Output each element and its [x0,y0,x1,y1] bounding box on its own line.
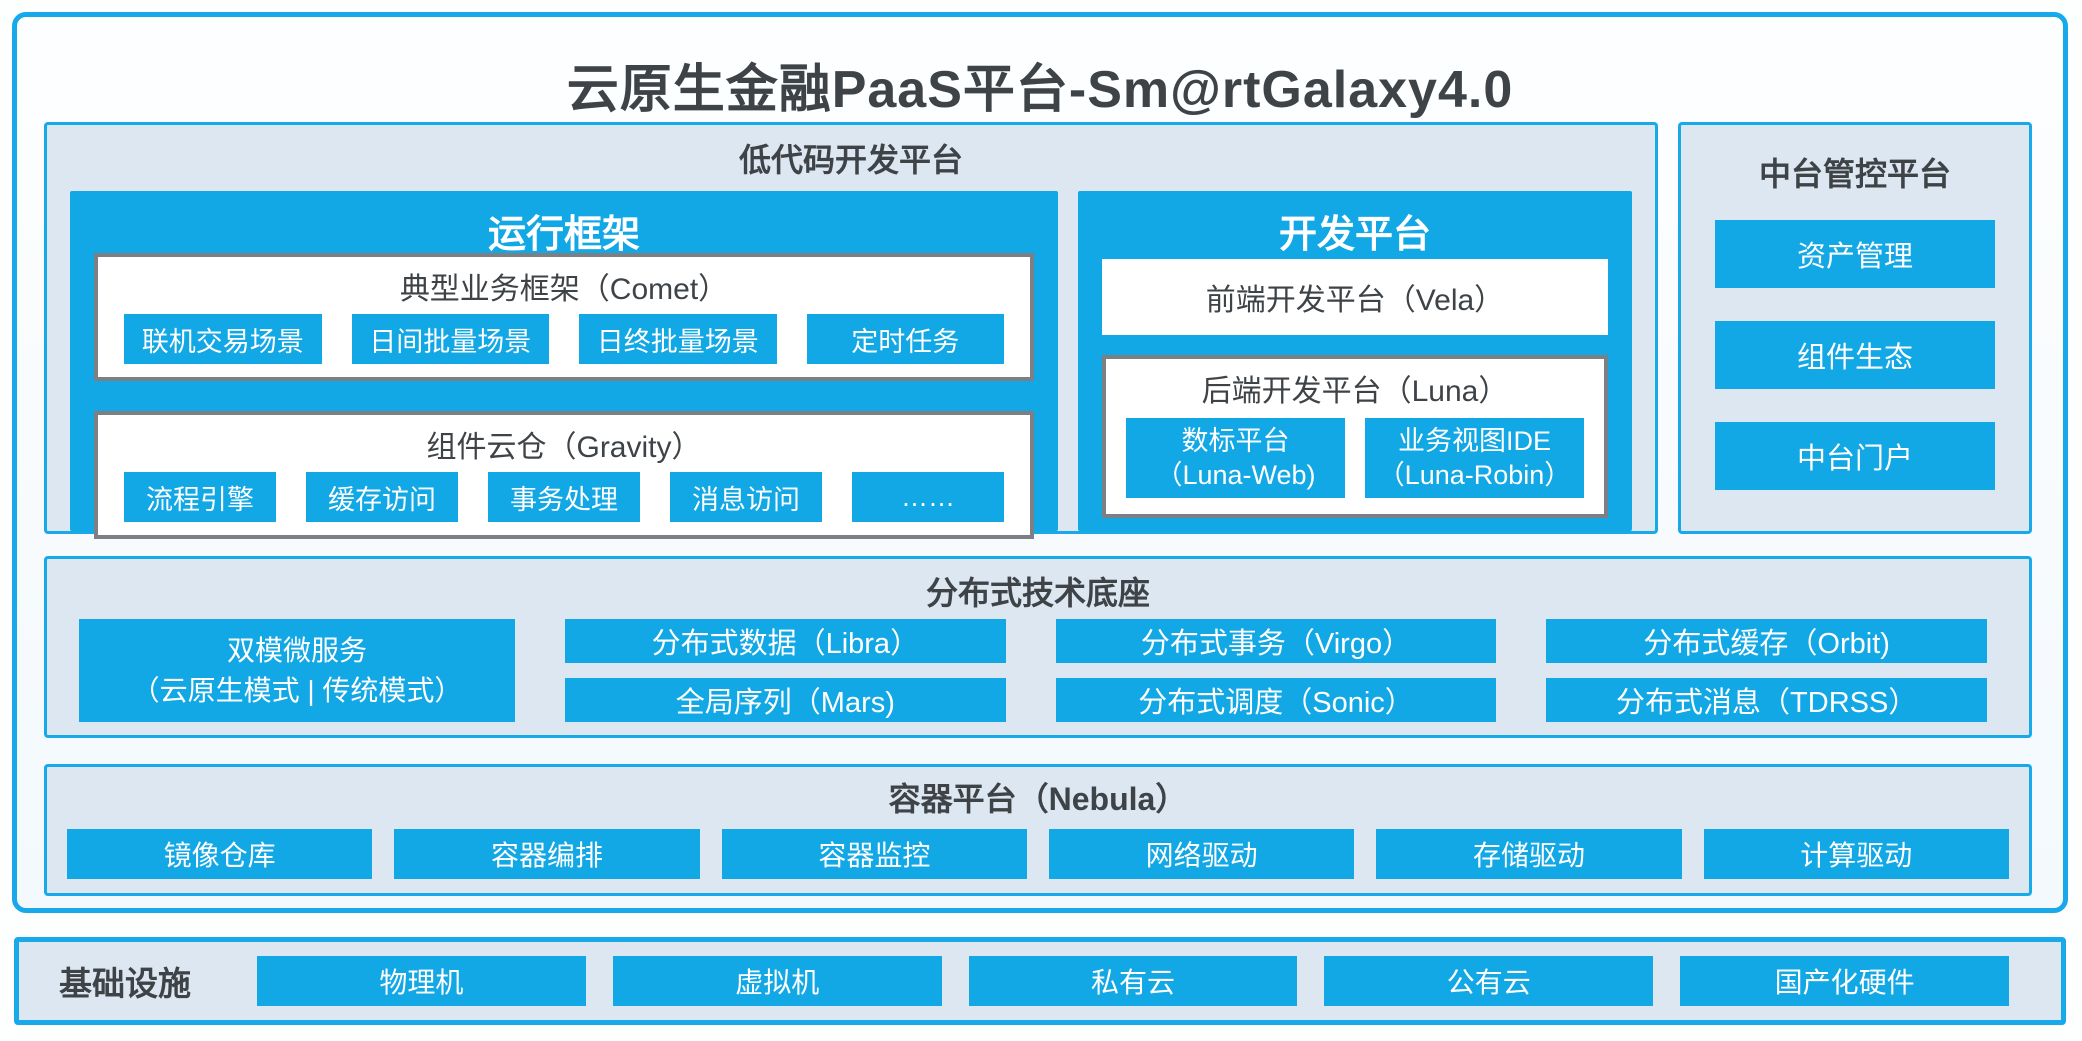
private-cloud-item: 私有云 [968,956,1298,1006]
comet-item: 联机交易场景 [124,314,322,364]
comet-framework-box: 典型业务框架（Comet） 联机交易场景 日间批量场景 日终批量场景 定时任务 [94,253,1034,381]
gravity-item: 事务处理 [488,472,640,522]
mid-platform-panel: 中台管控平台 资产管理 组件生态 中台门户 [1678,122,2032,534]
page-title: 云原生金融PaaS平台-Sm@rtGalaxy4.0 [566,61,1514,119]
gravity-item-ellipsis: …… [852,472,1004,522]
physical-machine-item: 物理机 [257,956,586,1006]
low-code-platform-title: 低代码开发平台 [738,142,963,178]
luna-backend-box: 后端开发平台（Luna） 数标平台 （Luna-Web) 业务视图IDE （Lu… [1102,355,1608,518]
comet-item: 日间批量场景 [351,314,549,364]
infrastructure-title: 基础设施 [59,965,191,1002]
distributed-transaction-item: 分布式事务（Virgo） [1055,619,1497,663]
image-registry-item: 镜像仓库 [67,829,373,879]
distributed-column: 分布式事务（Virgo） 分布式调度（Sonic） [1055,619,1497,722]
luna-web-code: （Luna-Web) [1155,460,1316,490]
network-driver-item: 网络驱动 [1048,829,1355,879]
comet-item: 定时任务 [806,314,1004,364]
distributed-column: 分布式数据（Libra） 全局序列（Mars) [565,619,1006,722]
domestic-hardware-item: 国产化硬件 [1680,956,2009,1006]
luna-web-label: 数标平台 [1181,426,1290,456]
mid-platform-items: 资产管理 组件生态 中台门户 [1681,220,2029,490]
luna-items-row: 数标平台 （Luna-Web) 业务视图IDE （Luna-Robin） [1106,416,1604,514]
infrastructure-items: 物理机 虚拟机 私有云 公有云 国产化硬件 [257,956,2009,1006]
container-monitoring-item: 容器监控 [721,829,1027,879]
dual-mode-line1: 双模微服务 [226,634,367,666]
distributed-cache-item: 分布式缓存（Orbit) [1546,619,1988,663]
virtual-machine-item: 虚拟机 [612,956,942,1006]
vela-frontend-box: 前端开发平台（Vela） [1102,259,1608,335]
low-code-body: 运行框架 典型业务框架（Comet） 联机交易场景 日间批量场景 日终批量场景 … [70,191,1632,539]
container-platform-items: 镜像仓库 容器编排 容器监控 网络驱动 存储驱动 计算驱动 [67,829,2009,879]
luna-web-item: 数标平台 （Luna-Web) [1126,418,1345,498]
asset-management-item: 资产管理 [1715,220,1995,288]
container-platform-title: 容器平台（Nebula） [888,781,1188,817]
container-orchestration-item: 容器编排 [394,829,700,879]
infrastructure-panel: 基础设施 物理机 虚拟机 私有云 公有云 国产化硬件 [14,937,2066,1025]
dev-platform-title: 开发平台 [1278,214,1431,256]
compute-driver-item: 计算驱动 [1703,829,2009,879]
component-ecosystem-item: 组件生态 [1715,321,1995,389]
distributed-base-title: 分布式技术底座 [925,575,1150,611]
container-platform-panel: 容器平台（Nebula） 镜像仓库 容器编排 容器监控 网络驱动 存储驱动 计算… [44,764,2032,896]
luna-robin-label: 业务视图IDE [1397,426,1551,456]
distributed-scheduling-item: 分布式调度（Sonic） [1055,678,1497,722]
distributed-base-panel: 分布式技术底座 双模微服务 （云原生模式 | 传统模式） 分布式数据（Libra… [44,556,2032,738]
gravity-item: 缓存访问 [306,472,458,522]
dual-mode-microservice-item: 双模微服务 （云原生模式 | 传统模式） [79,619,515,722]
public-cloud-item: 公有云 [1324,956,1654,1006]
distributed-grid: 双模微服务 （云原生模式 | 传统模式） 分布式数据（Libra） 全局序列（M… [79,619,1988,722]
gravity-warehouse-box: 组件云仓（Gravity） 流程引擎 缓存访问 事务处理 消息访问 …… [94,411,1034,539]
dual-mode-line2: （云原生模式 | 传统模式） [131,674,463,706]
comet-framework-title: 典型业务框架（Comet） [399,273,729,306]
runtime-framework-panel: 运行框架 典型业务框架（Comet） 联机交易场景 日间批量场景 日终批量场景 … [70,191,1058,539]
gravity-warehouse-title: 组件云仓（Gravity） [426,431,702,464]
comet-items-row: 联机交易场景 日间批量场景 日终批量场景 定时任务 [98,314,1030,377]
storage-driver-item: 存储驱动 [1376,829,1682,879]
luna-robin-code: （Luna-Robin） [1377,460,1572,490]
distributed-message-item: 分布式消息（TDRSS） [1546,678,1988,722]
gravity-item: 消息访问 [670,472,822,522]
distributed-data-item: 分布式数据（Libra） [565,619,1006,663]
luna-backend-title: 后端开发平台（Luna） [1201,375,1509,408]
global-sequence-item: 全局序列（Mars) [565,678,1006,722]
mid-platform-portal-item: 中台门户 [1715,422,1995,490]
luna-robin-item: 业务视图IDE （Luna-Robin） [1365,418,1584,498]
gravity-item: 流程引擎 [124,472,276,522]
distributed-column: 分布式缓存（Orbit) 分布式消息（TDRSS） [1546,619,1988,722]
runtime-framework-title: 运行框架 [487,214,640,256]
gravity-items-row: 流程引擎 缓存访问 事务处理 消息访问 …… [98,472,1030,535]
mid-platform-title: 中台管控平台 [1758,156,1951,192]
comet-item: 日终批量场景 [579,314,777,364]
low-code-platform-panel: 低代码开发平台 运行框架 典型业务框架（Comet） 联机交易场景 日间批量场景… [44,122,1658,539]
dev-platform-panel: 开发平台 前端开发平台（Vela） 后端开发平台（Luna） 数标平台 （Lun… [1078,191,1632,531]
